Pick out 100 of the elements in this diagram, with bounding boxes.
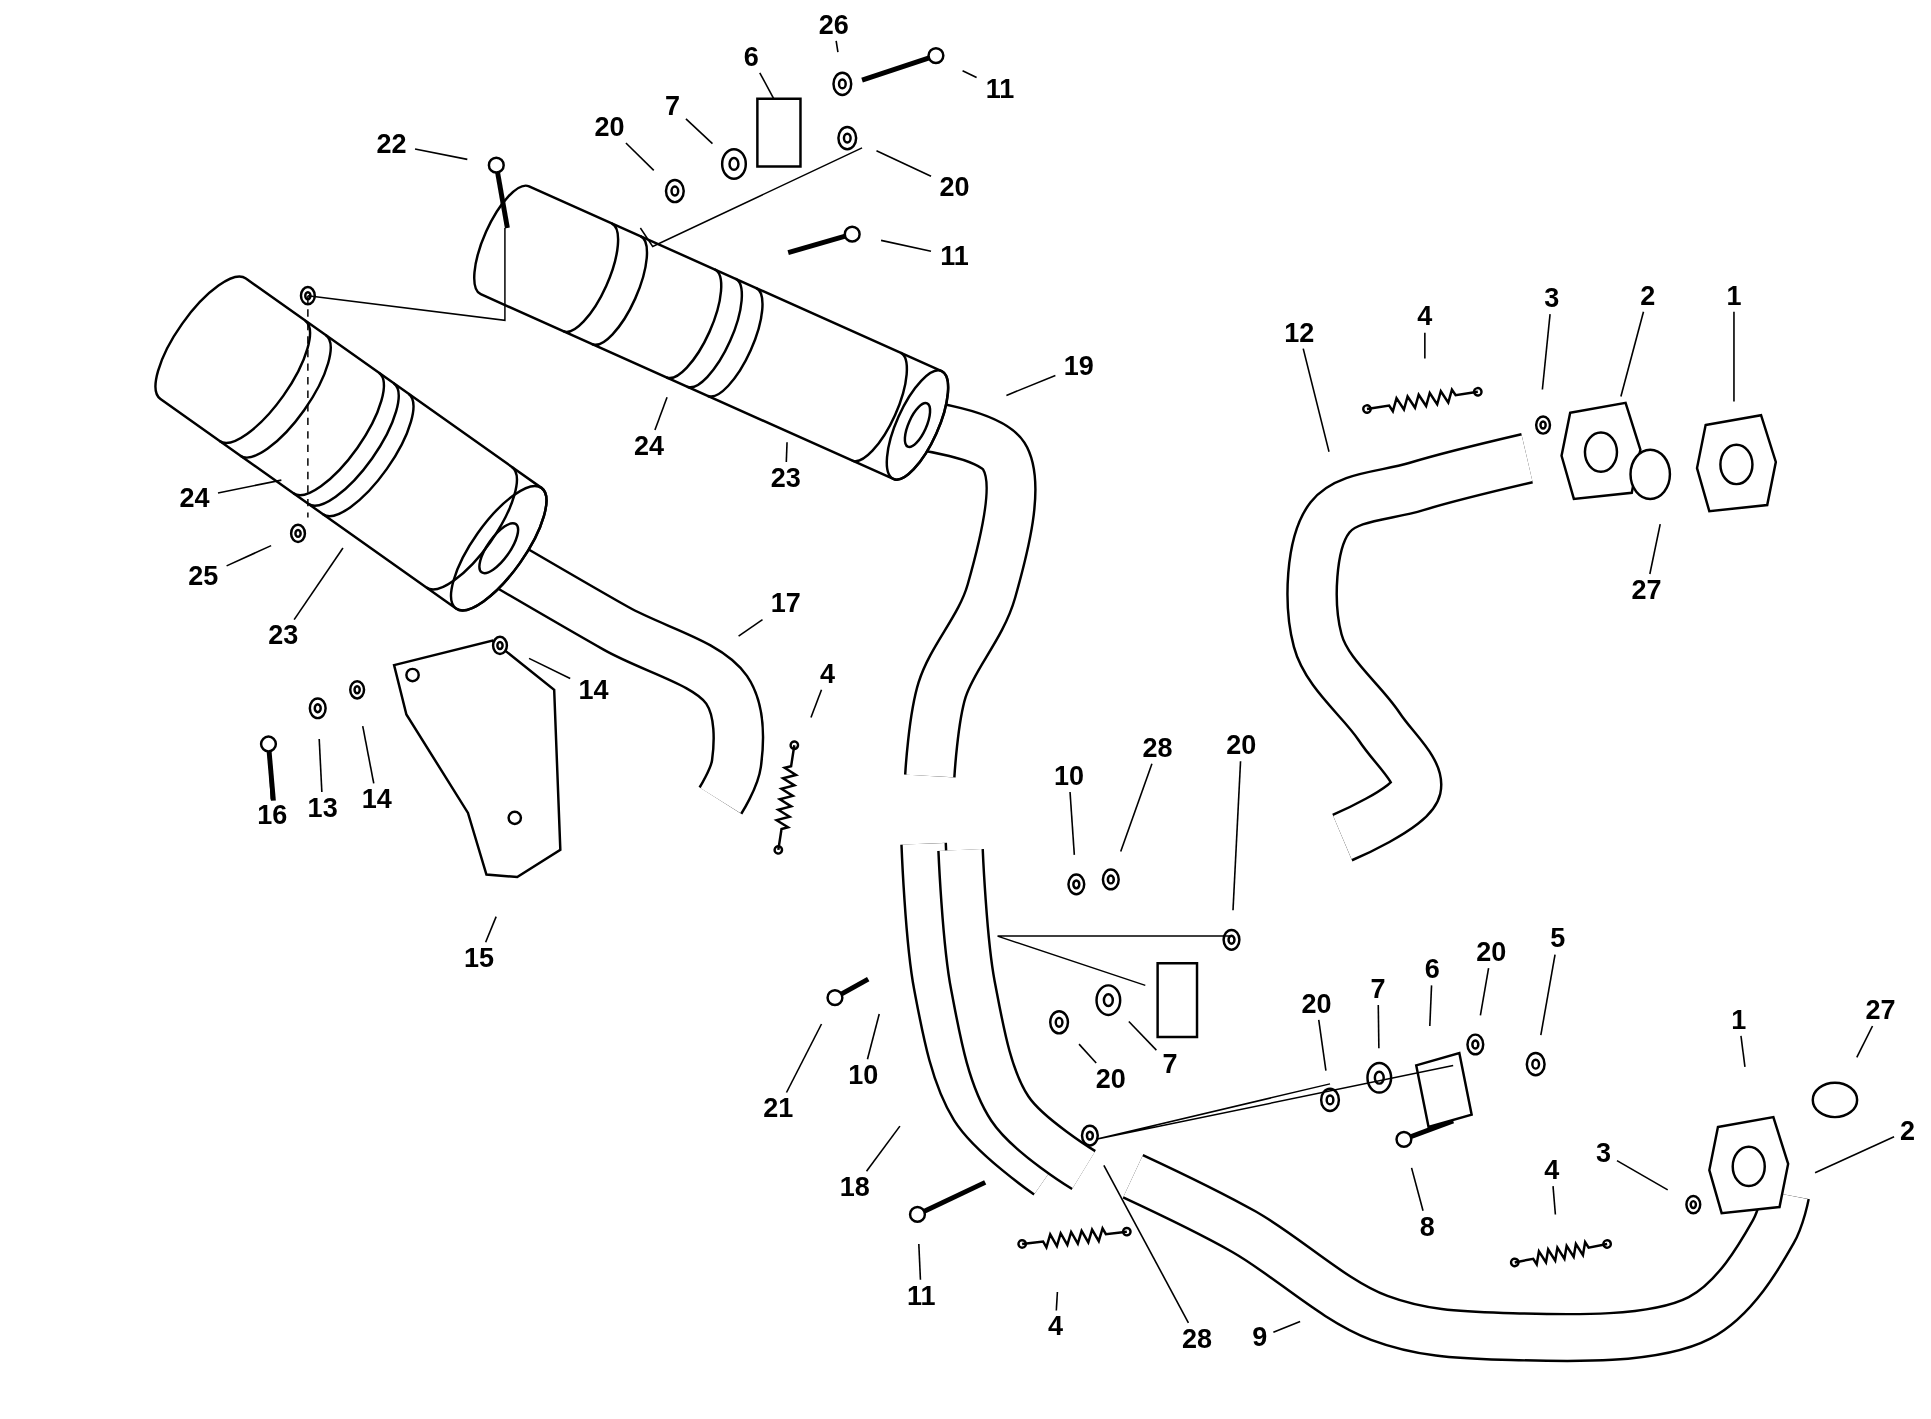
callout-number: 8 <box>1419 1213 1435 1241</box>
callout-number: 20 <box>1226 731 1257 759</box>
callout-number: 4 <box>1544 1156 1560 1184</box>
leader-line <box>737 618 764 637</box>
callout-number: 24 <box>634 432 664 460</box>
leader-line <box>1616 1159 1669 1191</box>
callout-number: 22 <box>376 130 407 158</box>
leader-line <box>685 118 714 145</box>
leader-line <box>361 725 375 785</box>
leader-line <box>1541 313 1551 391</box>
callout-number: 4 <box>1417 303 1433 330</box>
leader-line <box>1317 1019 1327 1072</box>
callout-number: 10 <box>1053 762 1084 790</box>
callout-number: 9 <box>1252 1323 1268 1351</box>
leader-line <box>318 738 323 793</box>
callout-number: 20 <box>594 113 625 141</box>
leader-line <box>293 547 344 621</box>
leader-line <box>961 70 978 79</box>
callout-number: 6 <box>1424 955 1440 983</box>
callout-number: 7 <box>664 92 680 120</box>
callout-number: 20 <box>1301 990 1332 1018</box>
callout-number: 1 <box>1726 282 1742 310</box>
leader-line <box>866 1013 881 1061</box>
leader-line <box>1302 347 1330 453</box>
leader-line <box>1078 1043 1097 1064</box>
callout-number: 2 <box>1640 282 1656 310</box>
callout-number: 26 <box>818 11 849 39</box>
callout-number: 11 <box>940 242 969 270</box>
callout-number: 11 <box>906 1282 936 1310</box>
leader-line <box>865 1125 901 1173</box>
leader-line <box>1272 1320 1301 1333</box>
callout-number: 14 <box>578 676 609 704</box>
callout-number: 24 <box>179 484 210 511</box>
leader-line <box>217 479 283 494</box>
leader-line <box>785 1023 823 1094</box>
leader-line <box>1005 374 1057 397</box>
leader-line <box>918 1243 922 1281</box>
callout-number: 27 <box>1865 996 1896 1024</box>
leader-line <box>1103 1164 1190 1324</box>
leader-line <box>835 40 839 53</box>
callout-number: 14 <box>361 785 392 813</box>
callout-number: 21 <box>763 1094 794 1122</box>
leader-line <box>785 441 788 463</box>
leader-line <box>1055 1291 1059 1312</box>
callout-number: 4 <box>1047 1312 1063 1340</box>
callout-number: 16 <box>257 801 288 829</box>
leader-line <box>1814 1136 1895 1174</box>
callout-number: 28 <box>1142 734 1173 761</box>
callout-number: 15 <box>464 944 495 972</box>
leader-line <box>654 396 668 431</box>
callout-number: 20 <box>939 173 970 201</box>
leader-line <box>1552 1185 1557 1216</box>
leader-line <box>810 689 823 719</box>
callout-number: 7 <box>1162 1050 1178 1078</box>
leader-line <box>759 72 775 101</box>
leader-line <box>414 148 469 161</box>
callout-number: 25 <box>188 562 219 590</box>
callout-number: 2 <box>1900 1117 1916 1144</box>
callout-number: 3 <box>1544 284 1560 312</box>
leader-line <box>1649 523 1661 575</box>
callout-number: 18 <box>839 1173 870 1201</box>
callout-number: 7 <box>1370 975 1386 1003</box>
leader-line <box>880 239 932 253</box>
leader-line <box>1128 1020 1158 1051</box>
callout-number: 12 <box>1284 319 1315 346</box>
callout-number: 3 <box>1595 1139 1611 1167</box>
leader-line <box>1377 1004 1380 1049</box>
callout-number: 28 <box>1182 1325 1213 1353</box>
leader-line <box>1733 310 1735 403</box>
leader-line <box>1424 331 1426 360</box>
leader-line <box>875 149 932 178</box>
leader-line <box>225 544 272 567</box>
callout-number: 23 <box>268 621 299 649</box>
callout-number: 17 <box>770 589 801 617</box>
leader-line <box>1540 953 1556 1036</box>
leader-line <box>1429 984 1433 1027</box>
leader-line <box>1856 1025 1874 1059</box>
leader-line <box>1740 1035 1746 1068</box>
leader-line <box>528 657 571 680</box>
callout-number: 1 <box>1731 1006 1747 1034</box>
callout-number: 6 <box>743 43 759 71</box>
callout-number: 23 <box>770 464 801 492</box>
leader-line <box>1232 760 1242 912</box>
leader-line <box>1119 762 1153 853</box>
leader-line <box>625 142 655 172</box>
callout-number: 11 <box>985 75 1015 103</box>
callout-number: 20 <box>1095 1065 1126 1093</box>
leader-line <box>1069 791 1076 856</box>
leader-line <box>484 915 497 944</box>
callout-number: 13 <box>307 794 338 822</box>
callout-number: 20 <box>1476 938 1507 966</box>
callout-number: 4 <box>820 660 836 688</box>
leader-line <box>1410 1167 1424 1212</box>
callout-number: 10 <box>848 1061 879 1089</box>
callout-number: 27 <box>1631 576 1662 604</box>
leader-line <box>1479 967 1490 1017</box>
leader-line <box>269 772 273 801</box>
callout-number: 5 <box>1550 924 1566 952</box>
callout-number: 19 <box>1063 352 1094 380</box>
leader-line <box>1620 310 1645 398</box>
